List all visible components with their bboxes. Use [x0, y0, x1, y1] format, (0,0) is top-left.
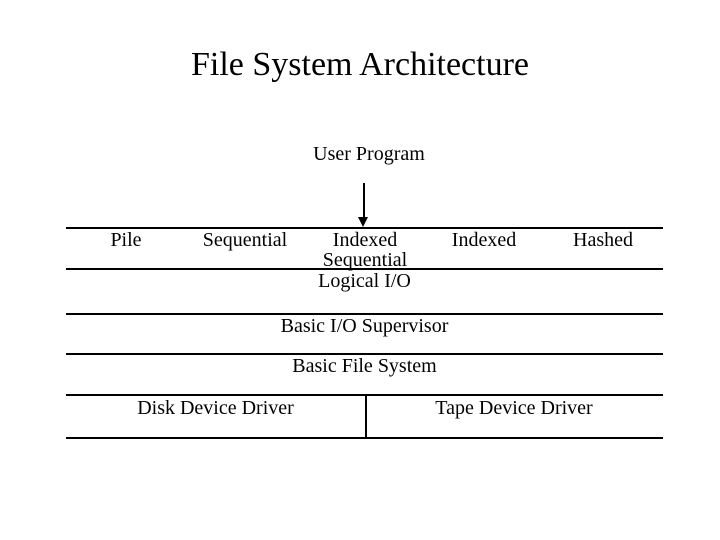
divider-basic-file-system-drivers — [66, 394, 663, 396]
access-method-indexed: Indexed — [451, 229, 517, 251]
layer-basic-file-system: Basic File System — [292, 355, 437, 377]
user-program-label: User Program — [313, 143, 425, 165]
divider-logical-io-supervisor — [66, 313, 663, 315]
layer-logical-io: Logical I/O — [318, 270, 411, 292]
driver-tape-device: Tape Device Driver — [435, 397, 593, 419]
access-method-sequential: Sequential — [202, 229, 288, 251]
down-arrow-icon — [358, 217, 368, 227]
down-arrow-shaft — [363, 183, 365, 218]
table-border-top — [66, 227, 663, 229]
page-title: File System Architecture — [190, 46, 530, 83]
divider-disk-tape — [365, 395, 367, 437]
layer-basic-io-supervisor: Basic I/O Supervisor — [280, 315, 449, 337]
access-method-pile: Pile — [110, 229, 142, 251]
table-border-bottom — [66, 437, 663, 439]
access-method-indexed-sequential: Indexed Sequential — [322, 229, 408, 271]
divider-access-methods-logical-io — [66, 268, 663, 270]
access-method-hashed: Hashed — [573, 229, 633, 251]
divider-supervisor-basic-file-system — [66, 353, 663, 355]
driver-disk-device: Disk Device Driver — [137, 397, 294, 419]
